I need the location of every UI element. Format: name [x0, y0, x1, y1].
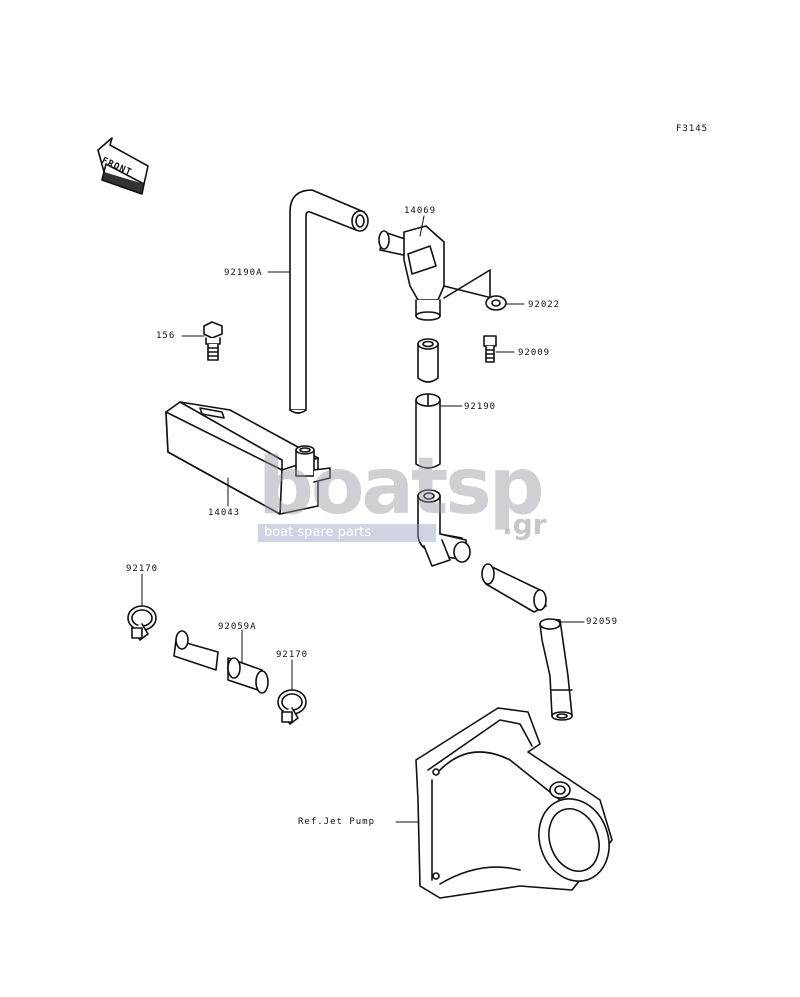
hose-segment-top: [417, 338, 439, 383]
watermark-tld: .gr: [502, 508, 547, 541]
figure-code: F3145: [676, 124, 709, 134]
elbow-fitting-14069: [378, 225, 501, 321]
part-label-92170-b: 92170: [276, 650, 309, 660]
part-label-156: 156: [156, 331, 176, 341]
part-label-92009: 92009: [518, 348, 551, 358]
front-arrow-icon: [97, 137, 149, 195]
part-label-ref-jet-pump: Ref.Jet Pump: [298, 817, 376, 827]
watermark-tagline: boat spare parts: [258, 524, 436, 542]
part-label-92190a: 92190A: [224, 268, 263, 278]
bolt-156: [203, 321, 223, 361]
clamp-92170-right: [277, 689, 307, 725]
watermark-logo: boatsp: [258, 442, 545, 532]
elbow-fitting-lower: [417, 489, 471, 567]
part-label-92170-a: 92170: [126, 564, 159, 574]
leader-lines: [141, 215, 585, 823]
part-label-14043: 14043: [208, 508, 241, 518]
part-label-92059: 92059: [586, 617, 619, 627]
hose-92059: [539, 618, 573, 721]
hose-92059a-right: [227, 657, 269, 694]
vent-box-14043: [165, 401, 331, 515]
clamp-92170-left: [127, 605, 157, 641]
part-label-92190: 92190: [464, 402, 497, 412]
washer-92022: [485, 295, 507, 311]
part-label-92022: 92022: [528, 300, 561, 310]
jet-pump-housing: [415, 707, 613, 899]
hose-92059-upper: [481, 563, 547, 613]
hose-92059a-left: [173, 630, 219, 671]
part-label-14069: 14069: [404, 206, 437, 216]
hose-92190a: [289, 189, 369, 414]
part-label-92059a: 92059A: [218, 622, 257, 632]
screw-92009: [483, 335, 497, 363]
hose-92190: [415, 393, 441, 469]
